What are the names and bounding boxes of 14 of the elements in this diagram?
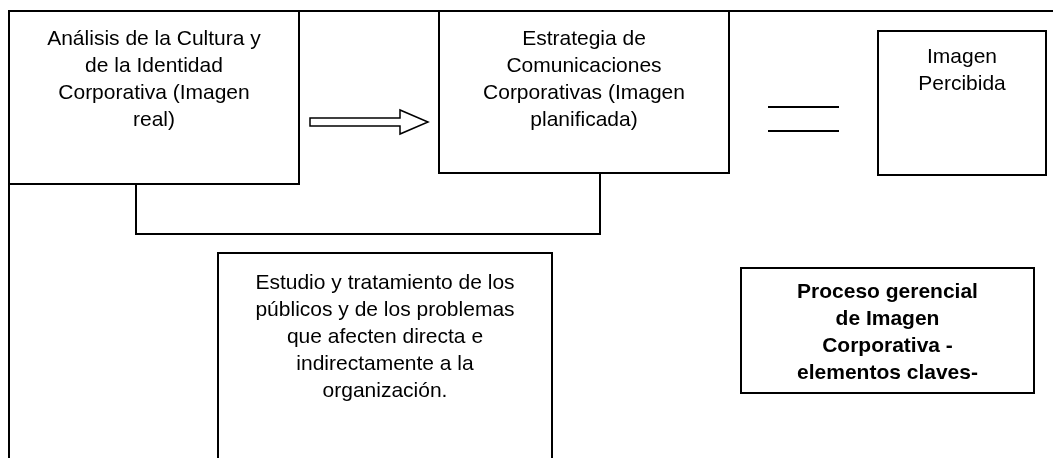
title-text: Proceso gerencial de Imagen Corporativa -elementos claves-: [796, 278, 979, 385]
equals-connector: [767, 106, 840, 132]
process-box: [217, 252, 553, 458]
title-box: [740, 267, 1035, 394]
node-text: Imagen Percibida: [917, 43, 1007, 96]
process-box: [438, 10, 730, 174]
node-text: Estrategia de Comunicaciones Corporativas (Imagen planificada): [482, 25, 686, 132]
bracket-connector: [135, 173, 601, 235]
node-text: Análisis de la Cultura y de la Identidad Corporativa (Imagen real): [46, 25, 262, 132]
hollow-arrow: [309, 108, 430, 136]
result-box: [877, 30, 1047, 176]
node-text: Estudio y tratamiento de los públicos y de los problemas que afecten directa e indirectamente a la organización.: [254, 269, 516, 403]
process-box: [8, 10, 300, 185]
frame-border: [8, 10, 1053, 458]
